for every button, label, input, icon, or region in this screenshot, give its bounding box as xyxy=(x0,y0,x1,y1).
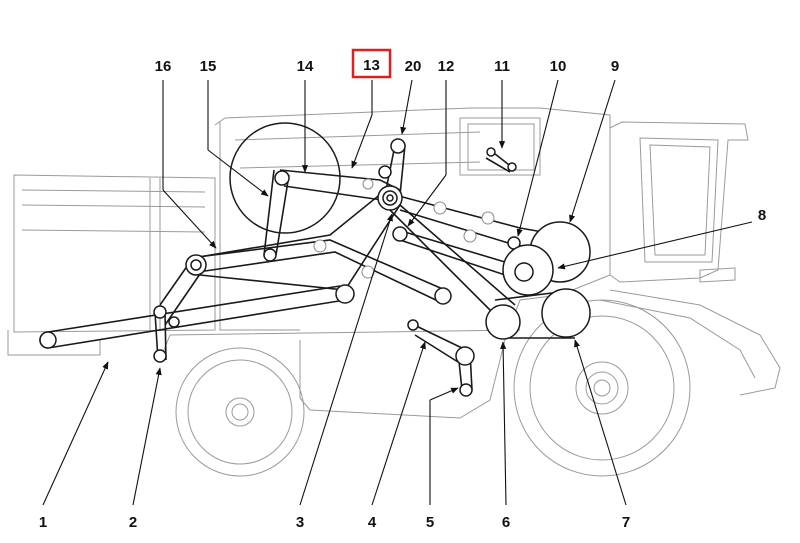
callout-label-8: 8 xyxy=(758,207,766,224)
machine-outline xyxy=(7,107,781,477)
callout-label-20: 20 xyxy=(405,58,422,75)
callout-label-11: 11 xyxy=(494,58,510,75)
callout-label-5: 5 xyxy=(426,514,434,531)
callout-label-15: 15 xyxy=(200,58,217,75)
callout-label-2: 2 xyxy=(129,514,137,531)
pulleys xyxy=(39,122,591,397)
callout-label-12: 12 xyxy=(438,58,455,75)
callout-label-16: 16 xyxy=(155,58,172,75)
callout-label-14: 14 xyxy=(297,58,314,75)
callout-label-10: 10 xyxy=(550,58,567,75)
callout-label-6: 6 xyxy=(502,514,510,531)
callout-label-13: 13 xyxy=(363,57,380,74)
leader-lines xyxy=(42,79,753,506)
belts xyxy=(39,144,575,391)
callout-labels: 1 2 3 4 5 6 7 8 9 10 11 12 13 14 15 16 2… xyxy=(39,57,766,531)
callout-label-7: 7 xyxy=(622,514,630,531)
callout-label-9: 9 xyxy=(611,58,619,75)
callout-label-3: 3 xyxy=(296,514,304,531)
highlight-box-13 xyxy=(351,48,392,79)
callout-label-4: 4 xyxy=(368,514,377,531)
callout-label-1: 1 xyxy=(39,514,47,531)
